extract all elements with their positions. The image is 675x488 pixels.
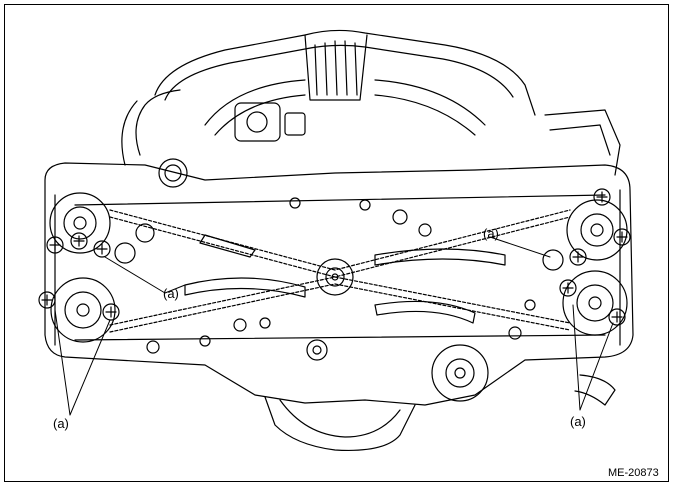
chain-guides [184, 234, 506, 324]
left-sprockets [49, 192, 155, 343]
callout-a-right-bottom: (a) [570, 414, 586, 429]
callout-a-left-bottom: (a) [53, 416, 69, 431]
water-pump [306, 339, 616, 406]
oil-pan [264, 396, 416, 452]
intake-manifold [121, 29, 621, 176]
left-bolts [38, 232, 120, 321]
crank-sprocket [316, 258, 354, 296]
callout-a-left-middle: (a) [163, 286, 179, 301]
engine-illustration [38, 29, 634, 452]
throttle-body [158, 102, 306, 188]
right-sprockets [542, 199, 628, 336]
leader-lines [54, 236, 614, 416]
engine-block [44, 162, 634, 406]
right-bolts [559, 188, 631, 326]
callout-a-right-middle: (a) [483, 226, 499, 241]
figure-code: ME-20873 [608, 467, 659, 479]
block-details [146, 197, 536, 354]
diagram-frame: (a) (a) (a) (a) ME-20873 [4, 4, 669, 482]
timing-chains [109, 209, 571, 333]
